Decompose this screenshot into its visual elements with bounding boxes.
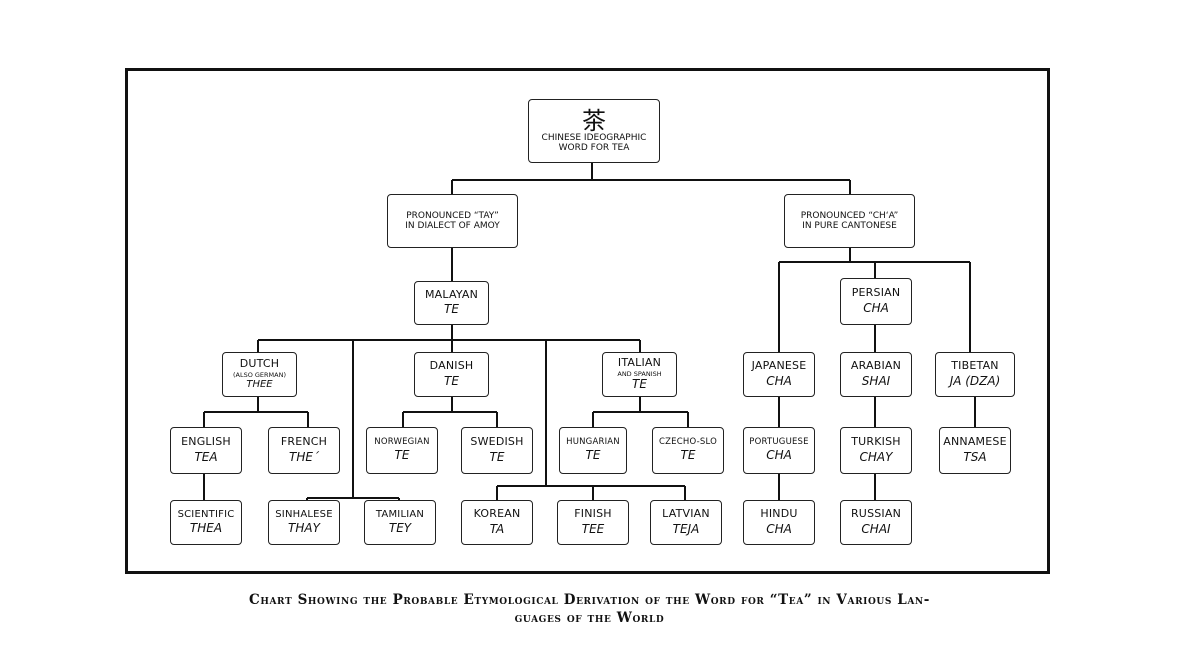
node-italian: ITALIAN AND SPANISH TE bbox=[602, 352, 677, 397]
lang-label: PERSIAN bbox=[851, 286, 901, 300]
node-norwegian: NORWEGIAN TE bbox=[366, 427, 438, 474]
lang-label: LATVIAN bbox=[662, 507, 710, 521]
lang-label: HINDU bbox=[760, 507, 798, 521]
branch-amoy: PRONOUNCED “TAY” IN DIALECT OF AMOY bbox=[387, 194, 518, 248]
lang-label: KOREAN bbox=[473, 507, 521, 521]
node-latvian: LATVIAN TEJA bbox=[650, 500, 722, 545]
node-korean: KOREAN TA bbox=[461, 500, 533, 545]
node-portuguese: PORTUGUESE CHA bbox=[743, 427, 815, 474]
word-label: TE bbox=[444, 373, 459, 388]
lang-label: CZECHO-SLO bbox=[659, 436, 717, 447]
lang-label: SINHALESE bbox=[275, 508, 333, 520]
word-label: TE bbox=[680, 448, 696, 463]
branch-amoy-line1: PRONOUNCED “TAY” bbox=[406, 210, 499, 221]
lang-label: TAMILIAN bbox=[375, 508, 425, 520]
lang-label: ITALIAN bbox=[617, 356, 662, 370]
node-dutch: DUTCH (ALSO GERMAN) THEE bbox=[222, 352, 297, 397]
lang-label: TURKISH bbox=[851, 435, 901, 449]
note-label: AND SPANISH bbox=[617, 369, 662, 378]
chart-frame bbox=[125, 68, 1050, 574]
word-label: CHA bbox=[766, 521, 792, 536]
caption-line1: Chart Showing the Probable Etymological … bbox=[249, 592, 930, 608]
lang-label: RUSSIAN bbox=[850, 507, 902, 521]
lang-label: MALAYAN bbox=[424, 287, 479, 301]
word-label: CHA bbox=[863, 300, 889, 315]
lang-label: HUNGARIAN bbox=[566, 436, 620, 447]
lang-label: FINISH bbox=[574, 507, 612, 521]
node-french: FRENCH THE´ bbox=[268, 427, 340, 474]
lang-label: PORTUGUESE bbox=[749, 436, 809, 447]
node-tibetan: TIBETAN JA (DZA) bbox=[935, 352, 1015, 397]
word-label: THEA bbox=[189, 521, 223, 536]
word-label: CHAI bbox=[861, 521, 891, 536]
lang-label: FRENCH bbox=[280, 435, 328, 449]
node-czecho-slo: CZECHO-SLO TE bbox=[652, 427, 724, 474]
root-node-chinese: 茶 CHINESE IDEOGRAPHIC WORD FOR TEA bbox=[528, 99, 660, 163]
branch-amoy-line2: IN DIALECT OF AMOY bbox=[405, 221, 500, 231]
tea-ideograph: 茶 bbox=[582, 106, 606, 135]
caption-line2: guages of the World bbox=[514, 610, 665, 627]
node-malayan: MALAYAN TE bbox=[414, 281, 489, 325]
lang-label: TIBETAN bbox=[951, 359, 999, 373]
lang-label: SWEDISH bbox=[470, 435, 524, 449]
node-russian: RUSSIAN CHAI bbox=[840, 500, 912, 545]
branch-canton-line1: PRONOUNCED “CH‘A” bbox=[800, 210, 899, 221]
node-sinhalese: SINHALESE THAY bbox=[268, 500, 340, 545]
node-swedish: SWEDISH TE bbox=[461, 427, 533, 474]
word-label: TE bbox=[489, 449, 505, 464]
word-label: CHA bbox=[766, 373, 792, 388]
word-label: TEY bbox=[388, 521, 412, 536]
node-scientific: SCIENTIFIC THEA bbox=[170, 500, 242, 545]
node-tamilian: TAMILIAN TEY bbox=[364, 500, 436, 545]
word-label: SHAI bbox=[861, 373, 891, 388]
word-label: TEJA bbox=[672, 521, 700, 536]
lang-label: JAPANESE bbox=[751, 359, 807, 373]
node-persian: PERSIAN CHA bbox=[840, 278, 912, 325]
word-label: TE bbox=[632, 377, 647, 392]
lang-label: SCIENTIFIC bbox=[177, 508, 235, 520]
node-annamese: ANNAMESE TSA bbox=[939, 427, 1011, 474]
node-turkish: TURKISH CHAY bbox=[840, 427, 912, 474]
node-finish: FINISH TEE bbox=[557, 500, 629, 545]
branch-cantonese: PRONOUNCED “CH‘A” IN PURE CANTONESE bbox=[784, 194, 915, 248]
figure-caption: Chart Showing the Probable Etymological … bbox=[100, 591, 1079, 627]
word-label: THE´ bbox=[289, 449, 319, 464]
word-label: TE bbox=[444, 302, 459, 317]
node-danish: DANISH TE bbox=[414, 352, 489, 397]
root-line2: WORD FOR TEA bbox=[558, 143, 630, 153]
word-label: JA (DZA) bbox=[949, 373, 1001, 388]
node-japanese: JAPANESE CHA bbox=[743, 352, 815, 397]
word-label: TA bbox=[489, 521, 505, 536]
word-label: TE bbox=[394, 448, 410, 463]
lang-label: NORWEGIAN bbox=[374, 436, 430, 447]
word-label: TEA bbox=[194, 449, 218, 464]
root-line1: CHINESE IDEOGRAPHIC bbox=[541, 132, 647, 143]
word-label: TSA bbox=[963, 449, 987, 464]
word-label: TE bbox=[585, 448, 601, 463]
branch-canton-line2: IN PURE CANTONESE bbox=[802, 221, 897, 231]
word-label: THEE bbox=[246, 379, 273, 391]
word-label: THAY bbox=[288, 521, 320, 536]
lang-label: ARABIAN bbox=[850, 359, 902, 373]
lang-label: DUTCH bbox=[239, 357, 280, 371]
lang-label: ENGLISH bbox=[181, 435, 231, 449]
lang-label: ANNAMESE bbox=[943, 435, 1007, 449]
note-label: (ALSO GERMAN) bbox=[232, 370, 287, 379]
word-label: CHA bbox=[766, 448, 792, 463]
lang-label: DANISH bbox=[429, 359, 474, 373]
node-hindu: HINDU CHA bbox=[743, 500, 815, 545]
node-hungarian: HUNGARIAN TE bbox=[559, 427, 627, 474]
word-label: TEE bbox=[581, 521, 605, 536]
node-english: ENGLISH TEA bbox=[170, 427, 242, 474]
node-arabian: ARABIAN SHAI bbox=[840, 352, 912, 397]
word-label: CHAY bbox=[859, 449, 893, 464]
